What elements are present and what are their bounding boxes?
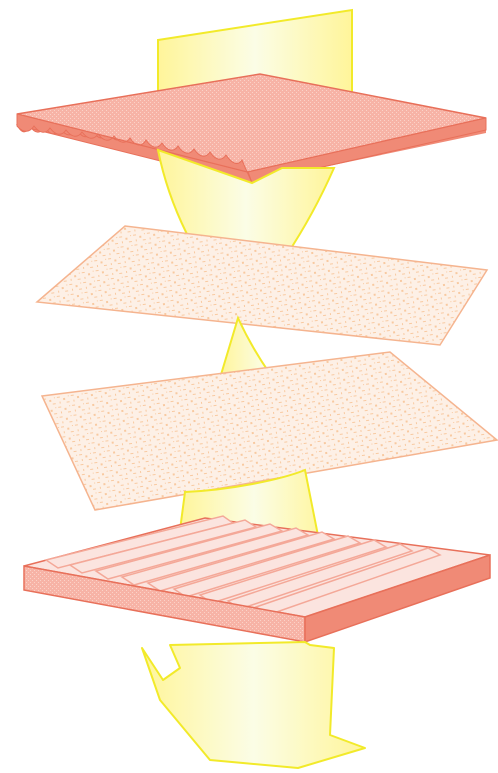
liquid-crystal-layer-1 (37, 226, 487, 345)
light-beam-outgoing-arrow (142, 642, 365, 768)
polarizer-bottom (24, 516, 490, 642)
polarizer-top (17, 74, 486, 183)
